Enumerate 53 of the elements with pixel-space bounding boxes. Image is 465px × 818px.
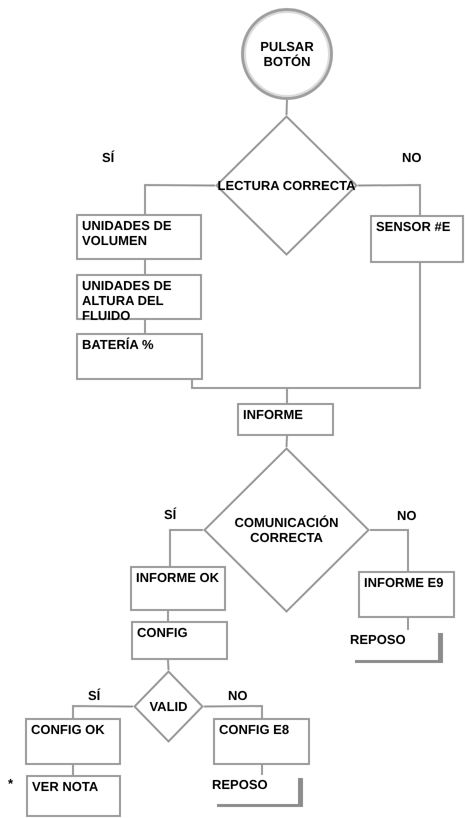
node-text: UNIDADES DE ALTURA DEL FLUIDO — [82, 278, 173, 323]
process-box — [370, 215, 464, 263]
node-text: LECTURA CORRECTA — [218, 178, 356, 193]
connector-line — [167, 660, 170, 670]
edge-label: SÍ — [100, 150, 116, 165]
process-box — [358, 571, 455, 618]
node-text: INFORME — [243, 407, 304, 422]
connector-line — [358, 184, 421, 215]
node-text: INFORME E9 — [364, 575, 444, 590]
connector-line — [72, 705, 133, 718]
connector-line — [286, 263, 421, 403]
edge-label: NO — [400, 150, 424, 165]
process-box — [26, 775, 121, 817]
node-text: REPOSO — [350, 632, 407, 647]
connector-line — [144, 260, 146, 274]
edge-label: NO — [226, 688, 250, 703]
connector-line — [72, 765, 74, 775]
connector-line — [204, 705, 263, 718]
node-text: VALID — [149, 699, 188, 714]
process-box — [76, 214, 202, 260]
footnote-mark: * — [8, 776, 14, 791]
node-text: UNIDADES DE VOLUMEN — [82, 218, 173, 248]
edge-label: NO — [395, 508, 418, 523]
node-text: PULSAR BOTÓN — [259, 39, 315, 69]
decision-diamond — [215, 115, 358, 256]
node-text: BATERÍA % — [82, 337, 154, 352]
edge-label: SÍ — [86, 688, 102, 703]
edge-label: SÍ — [162, 507, 178, 522]
connector-line — [169, 529, 203, 566]
process-box — [25, 718, 121, 765]
connector-line — [261, 765, 263, 775]
process-box — [237, 403, 334, 436]
node-text: REPOSO — [212, 777, 269, 792]
connector-line — [286, 436, 288, 448]
process-box — [130, 566, 226, 611]
process-box — [131, 621, 228, 660]
node-text: SENSOR #E — [376, 219, 452, 234]
node-text: CONFIG E8 — [219, 722, 290, 737]
connector-line — [144, 320, 146, 333]
node-text: COMUNICACIÓN CORRECTA — [234, 515, 340, 545]
node-text: CONFIG OK — [31, 722, 106, 737]
connector-line — [370, 529, 409, 571]
connector-line — [286, 100, 288, 116]
connector-line — [144, 184, 215, 214]
node-text: INFORME OK — [136, 570, 220, 585]
process-box — [213, 718, 310, 765]
node-text: CONFIG — [137, 625, 189, 640]
process-box — [76, 274, 202, 320]
connector-line — [407, 618, 409, 630]
connector-line — [167, 611, 169, 621]
process-box — [76, 333, 203, 380]
decision-diamond — [133, 670, 204, 743]
node-text: VER NOTA — [32, 779, 100, 794]
